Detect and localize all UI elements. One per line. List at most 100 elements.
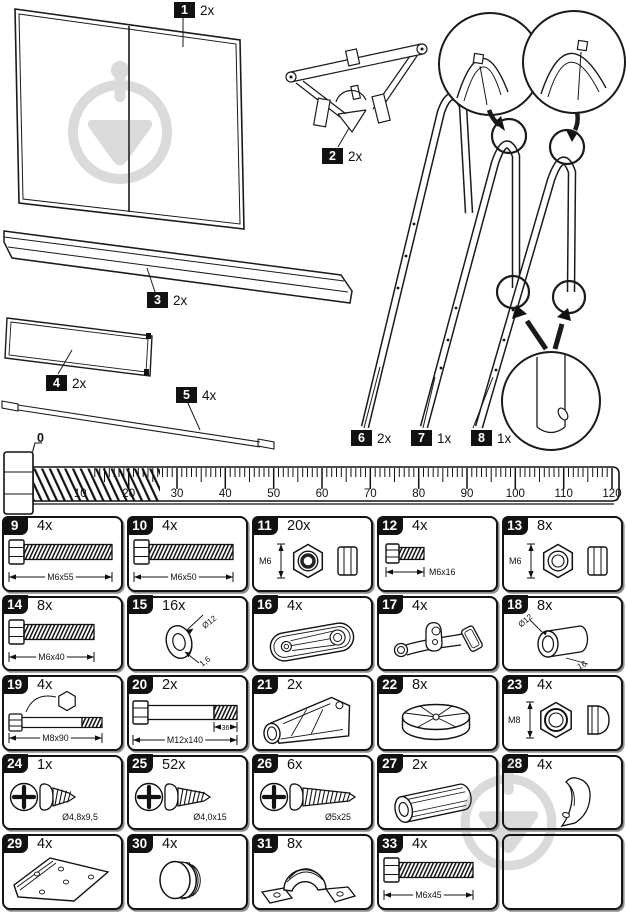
part-quantity: 52x (162, 756, 186, 773)
svg-text:60: 60 (316, 488, 329, 500)
rail-drawing (3, 230, 353, 304)
ruler-ticks (94, 468, 613, 489)
part-number-badge: 33 (376, 833, 403, 853)
part-quantity: 4x (412, 597, 428, 614)
part-quantity: 4x (37, 518, 53, 534)
part-drawing-hook_bolt: M8x90 (8, 690, 103, 743)
svg-text:36: 36 (222, 723, 230, 732)
detail-callouts (438, 10, 626, 451)
part-label-3: 3 2x (147, 292, 187, 308)
part-number-badge: 15 (126, 595, 153, 615)
part-quantity: 4x (37, 836, 53, 852)
svg-text:Ø4,0x15: Ø4,0x15 (193, 812, 226, 822)
part-quantity: 8x (37, 597, 53, 614)
part-number-badge: 9 (1, 515, 28, 535)
part-drawing-oval_plate (269, 621, 355, 662)
svg-text:M6: M6 (509, 556, 522, 566)
svg-text:M6x50: M6x50 (170, 572, 197, 582)
part-quantity: 2x (287, 677, 303, 693)
svg-text:Ø5x25: Ø5x25 (325, 812, 351, 822)
part-drawing-nut: M6 (509, 543, 608, 579)
part-cell-empty (502, 834, 623, 910)
svg-text:Ø12: Ø12 (200, 613, 218, 630)
part-drawing-plate (13, 857, 110, 902)
part-quantity: 2x (348, 148, 363, 164)
part-number-badge: 24 (1, 754, 28, 774)
part-quantity: 16x (162, 597, 186, 614)
part-quantity: 4x (202, 387, 217, 403)
svg-text:110: 110 (555, 488, 573, 500)
part-number-badge: 2 (322, 148, 343, 164)
svg-text:M6x55: M6x55 (47, 572, 74, 582)
part-quantity: 4x (37, 677, 53, 693)
part-drawing-nut: M6 (259, 543, 358, 579)
part-number-badge: 22 (376, 674, 403, 694)
part-number-badge: 8 (471, 430, 492, 446)
part-drawing-screw: Ø4,8x9,5 (9, 782, 98, 822)
svg-text:100: 100 (506, 488, 525, 500)
part-quantity: 6x (287, 756, 303, 773)
part-drawing-screw: Ø4,0x15 (134, 782, 227, 822)
part-number-badge: 30 (126, 833, 153, 853)
svg-text:M6: M6 (259, 556, 272, 566)
part-quantity: 1x (497, 430, 512, 446)
part-quantity: 4x (537, 756, 553, 773)
part-number-badge: 3 (147, 292, 168, 308)
svg-text:20: 20 (122, 488, 135, 500)
part-quantity: 4x (162, 518, 178, 534)
part-label-2: 2 2x (322, 148, 362, 164)
part-number-badge: 5 (176, 387, 197, 403)
part-label-7: 7 1x (411, 430, 451, 446)
part-quantity: 2x (162, 677, 178, 693)
part-cell-25: 25 52x Ø4,0x15 (126, 754, 248, 830)
part-quantity: 4x (162, 836, 178, 852)
part-drawing-hex_bolt: M6x55 (8, 539, 113, 582)
part-quantity: 8x (537, 518, 553, 534)
part-quantity: 2x (200, 2, 215, 18)
part-number-badge: 29 (1, 833, 28, 853)
part-cell-30: 30 4x (126, 833, 248, 910)
part-drawing-wedge (560, 776, 591, 827)
svg-text:M6x16: M6x16 (429, 567, 456, 577)
part-label-8: 8 1x (471, 430, 511, 446)
svg-text:M6x45: M6x45 (415, 890, 442, 900)
svg-text:M12x140: M12x140 (167, 735, 203, 745)
part-number-badge: 7 (411, 430, 432, 446)
part-quantity: 4x (287, 597, 303, 614)
part-drawing-hex_bolt: M6x40 (8, 618, 95, 662)
svg-text:Ø4,8x9,5: Ø4,8x9,5 (62, 812, 98, 822)
part-number-badge: 4 (46, 375, 67, 391)
part-quantity: 1x (437, 430, 452, 446)
svg-text:50: 50 (267, 488, 280, 500)
part-quantity: 2x (173, 292, 188, 308)
svg-text:M6x40: M6x40 (38, 652, 65, 662)
part-number-badge: 6 (351, 430, 372, 446)
part-quantity: 20x (287, 518, 311, 534)
part-quantity: 2x (412, 756, 428, 773)
part-drawing-cap (159, 860, 201, 900)
part-drawing-saddle (260, 868, 357, 904)
rod-drawing (1, 400, 275, 450)
part-quantity: 4x (537, 677, 553, 693)
svg-text:70: 70 (364, 488, 377, 500)
part-number-badge: 25 (126, 754, 153, 774)
part-number-badge: 23 (501, 674, 528, 694)
svg-text:40: 40 (219, 488, 232, 500)
